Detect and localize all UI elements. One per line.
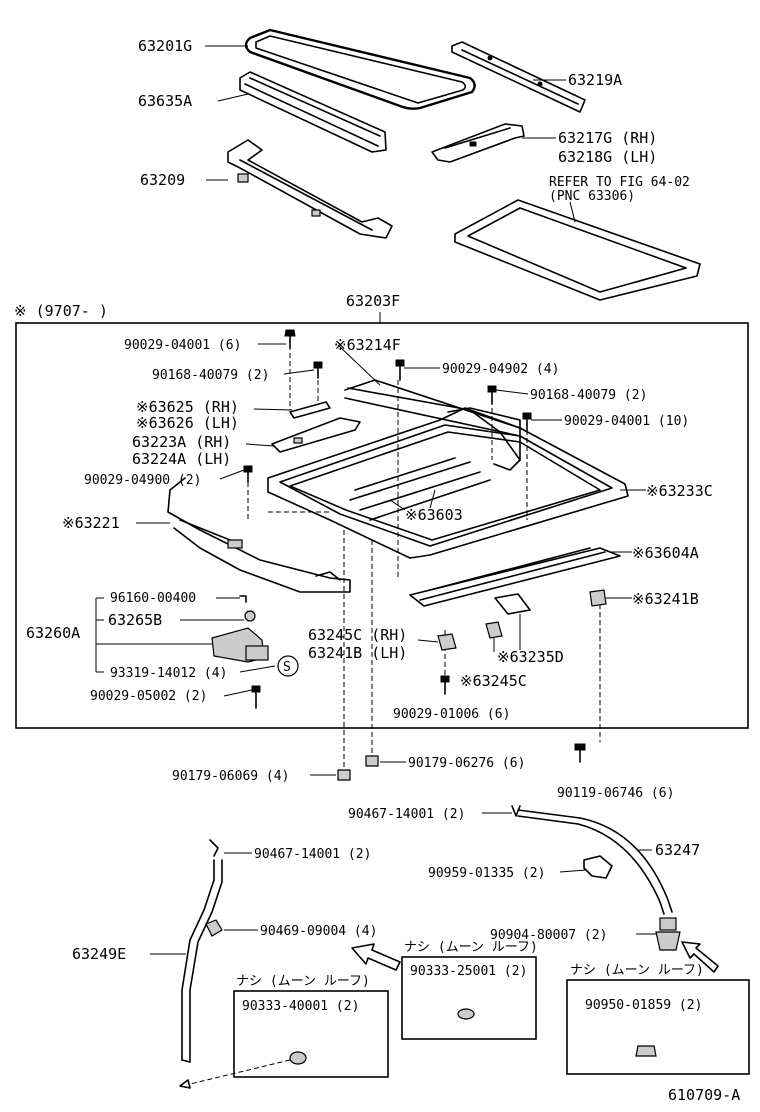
label-90904-80007: 90904-80007 (2) [490,928,607,943]
refer-line-1: REFER TO FIG 64-02 [549,175,690,190]
sunshade-panel-shape [454,199,701,301]
label-90179-06069: 90179-06069 (4) [172,769,289,784]
label-90467-14001-a: 90467-14001 (2) [348,807,465,822]
label-63218G: 63218G (LH) [558,148,657,166]
box-90333-40001 [233,990,389,1078]
label-93319-14012: 93319-14012 (4) [110,666,227,681]
label-90168-40079-a: 90168-40079 (2) [152,368,269,383]
label-90959-01335: 90959-01335 (2) [428,866,545,881]
label-90119-06746: 90119-06746 (6) [557,786,674,801]
clip-icons [437,589,607,651]
label-90029-04902: 90029-04902 (4) [442,362,559,377]
label-63247: 63247 [655,841,700,859]
bolt-icons [243,329,532,709]
frame-note: ※ (9707- ) [14,302,108,320]
label-90029-01006: 90029-01006 (6) [393,707,510,722]
direction-arrow-up-left [681,941,719,973]
label-63604A: ※63604A [632,544,699,562]
cap-icon-40001 [289,1051,307,1065]
label-63245C-rh: 63245C (RH) [308,626,407,644]
label-96160-00400: 96160-00400 [110,591,196,606]
label-90950-01859: 90950-01859 (2) [585,998,702,1013]
clip-90469-shape [205,919,223,937]
drain-hose-63247-shape [511,805,673,915]
label-63203F: 63203F [346,292,400,310]
label-63260A: 63260A [26,624,80,642]
glass-weatherstrip-shape [244,28,476,110]
label-63241B-lh: 63241B (LH) [308,644,407,662]
label-90029-04001-10: 90029-04001 (10) [564,414,689,429]
label-63224A: 63224A (LH) [132,450,231,468]
label-63603: ※63603 [405,506,463,524]
label-90029-05002: 90029-05002 (2) [90,689,207,704]
label-63233C: ※63233C [646,482,713,500]
clip-90959-shape [583,855,613,879]
label-63241B: ※63241B [632,590,699,608]
label-90467-14001-b: 90467-14001 (2) [254,847,371,862]
arm-63209-shape [227,139,393,239]
direction-arrow-left [351,943,401,971]
label-63214F: ※63214F [334,336,401,354]
refer-line-2: (PNC 63306) [549,189,635,204]
nashi-label-2: ナシ (ムーン ルーフ) [236,974,370,989]
nashi-label-3: ナシ (ムーン ルーフ) [570,963,704,978]
label-63635A: 63635A [138,92,192,110]
drain-hose-63249E-shape [181,839,223,1063]
label-63217G: 63217G (RH) [558,129,657,147]
label-63245C: ※63245C [460,672,527,690]
label-63235D: ※63235D [497,648,564,666]
label-90333-40001: 90333-40001 (2) [242,999,359,1014]
label-90469-09004: 90469-09004 (4) [260,924,377,939]
rail-63219A-shape [451,41,586,113]
label-63219A: 63219A [568,71,622,89]
nashi-label-1: ナシ (ムーン ルーフ) [404,940,538,955]
label-63223A: 63223A (RH) [132,433,231,451]
label-90168-40079-b: 90168-40079 (2) [530,388,647,403]
label-63209: 63209 [140,171,185,189]
figure-id: 610709-A [668,1086,740,1104]
drive-cable-shape [167,477,351,593]
label-63265B: 63265B [108,611,162,629]
box-90333-25001 [401,956,537,1040]
cap-icon-25001 [457,1008,475,1020]
label-90179-06276: 90179-06276 (6) [408,756,525,771]
label-63626: ※63626 (LH) [136,414,239,432]
nut-icons [337,743,586,781]
bracket-63217G-shape [431,123,525,163]
label-90333-25001: 90333-25001 (2) [410,964,527,979]
label-63201G: 63201G [138,37,192,55]
frame-assembly-box [15,322,749,729]
grommet-90904-shape [655,917,681,951]
box-90950-01859 [566,979,750,1075]
label-63625: ※63625 (RH) [136,398,239,416]
deflector-strip-shape [239,71,387,153]
sunroof-frame-shape [267,379,629,615]
label-63221: ※63221 [62,514,120,532]
label-90029-04900: 90029-04900 (2) [84,473,201,488]
s-mark-circle [277,655,299,677]
label-90029-04001-6: 90029-04001 (6) [124,338,241,353]
label-63249E: 63249E [72,945,126,963]
s-mark: S [283,660,291,675]
drive-motor-shape [211,595,269,663]
plug-icon-01859 [635,1045,657,1057]
